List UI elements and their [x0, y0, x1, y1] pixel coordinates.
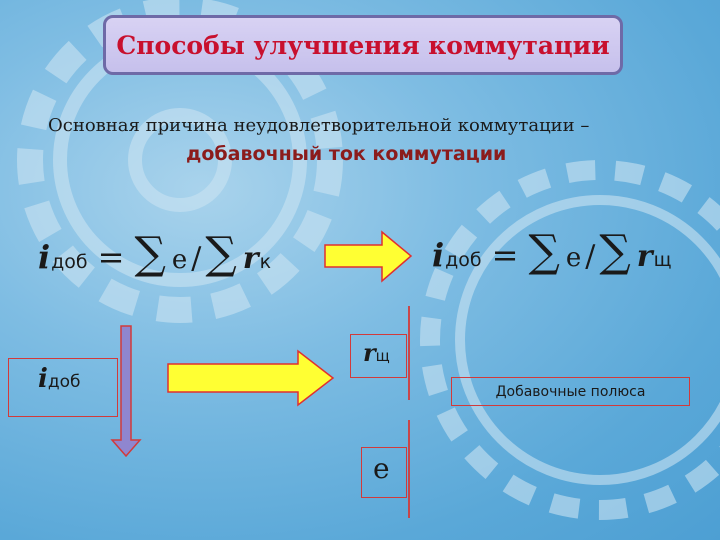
- i-dob-label-i: i: [38, 364, 48, 394]
- formula-right-slash: /: [585, 239, 596, 274]
- formula-right-eq: =: [491, 236, 519, 274]
- formula-right-e: e: [565, 243, 582, 273]
- intro-text: Основная причина неудовлетворительной ко…: [48, 115, 590, 136]
- intro-emphasis: добавочный ток коммутации: [186, 143, 507, 165]
- formula-right-i: i: [432, 236, 445, 274]
- formula-right-i-sub: доб: [445, 249, 482, 271]
- formula-left-slash: /: [191, 241, 202, 276]
- additional-poles-label: Добавочные полюса: [495, 383, 646, 400]
- formula-right-r: r: [636, 239, 653, 274]
- slide-title: Способы улучшения коммутации: [116, 30, 610, 60]
- arrow-down-icon: [110, 325, 142, 458]
- e-label: e: [373, 452, 390, 485]
- e-box: [361, 447, 407, 498]
- formula-left-r: r: [242, 241, 259, 276]
- r-sch-label-r: r: [363, 338, 376, 367]
- formula-left-sigma-2: ∑: [205, 228, 237, 279]
- additional-poles-box: Добавочные полюса: [451, 377, 690, 406]
- formula-left-i: i: [38, 238, 51, 276]
- r-sch-label: rщ: [363, 338, 390, 367]
- title-box: Способы улучшения коммутации: [103, 15, 623, 75]
- formula-right-sigma-2: ∑: [599, 226, 631, 277]
- r-sch-label-sub: щ: [375, 347, 390, 365]
- formula-left-i-sub: доб: [51, 251, 88, 273]
- formula-left-r-sub: к: [259, 251, 272, 273]
- formula-right-r-sub: щ: [653, 249, 672, 271]
- i-dob-label: iдоб: [38, 364, 81, 394]
- formula-right: i доб = ∑ e / ∑ r щ: [432, 226, 672, 277]
- arrow-right-top-icon: [324, 230, 413, 283]
- formula-left: i доб = ∑ e / ∑ r к: [38, 228, 271, 279]
- i-dob-box: [8, 358, 118, 417]
- formula-left-eq: =: [97, 238, 125, 276]
- r-sch-box: [350, 334, 407, 378]
- formula-right-sigma-1: ∑: [528, 226, 560, 277]
- arrow-right-bottom-icon: [167, 349, 335, 407]
- i-dob-label-sub: доб: [47, 372, 81, 392]
- formula-left-sigma-1: ∑: [134, 228, 166, 279]
- formula-left-e: e: [171, 245, 188, 275]
